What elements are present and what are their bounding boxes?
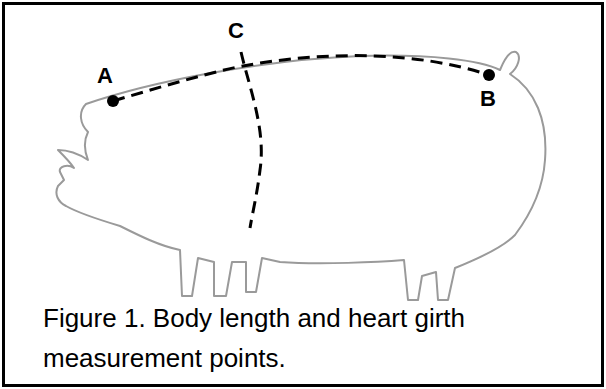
point-label: C [228,20,244,42]
body-length-line [113,56,489,101]
pig-outline [56,52,545,300]
heart-girth-line [241,52,261,228]
figure-caption: Figure 1. Body length and heart girth me… [43,298,543,378]
point-a [107,95,119,107]
point-label: B [480,88,496,110]
point-label: A [97,65,113,87]
point-b [483,69,495,81]
